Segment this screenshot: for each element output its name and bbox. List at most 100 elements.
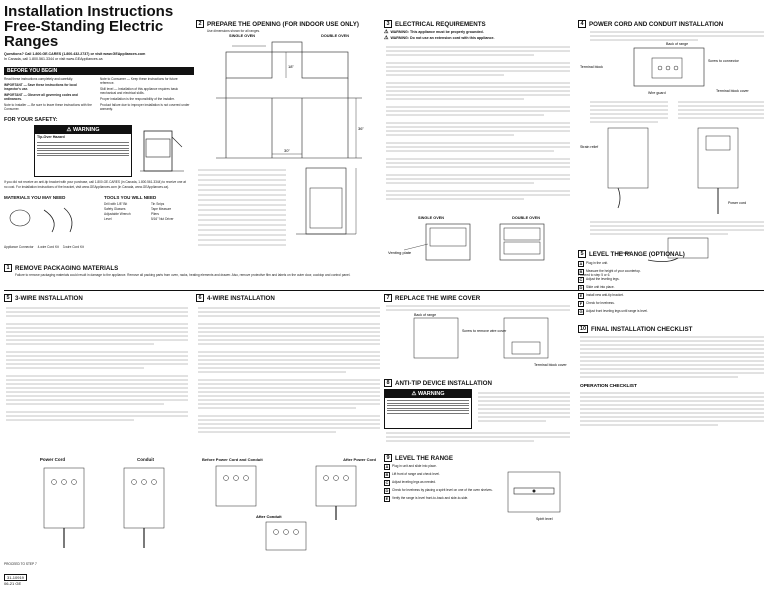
tools-heading: TOOLS YOU WILL NEED	[104, 194, 157, 200]
tool-item-3: Adjustable Wrench	[104, 212, 131, 217]
step-5b-item-6-text: Check for levelness.	[586, 301, 615, 305]
tool-item-2: Safety Glasses	[104, 207, 126, 212]
step-6-section: 6 4-WIRE INSTALLATION Before Power Cord …	[196, 294, 382, 557]
safety-section: ⚠ WARNING Tip-Over Hazard	[4, 125, 194, 178]
step-9-title: LEVEL THE RANGE	[395, 454, 453, 462]
step-7-heading: 7 REPLACE THE WIRE COVER	[384, 294, 574, 302]
safety-heading: FOR YOUR SAFETY:	[4, 117, 194, 124]
step-6-heading: 6 4-WIRE INSTALLATION	[196, 294, 382, 302]
step-4-footer: Proceed to step 5 or 6.	[578, 273, 611, 277]
step-10-heading: 10 FINAL INSTALLATION CHECKLIST	[578, 325, 766, 333]
step-3-oven-labels: SINGLE OVEN DOUBLE OVEN	[384, 216, 574, 220]
step-3-warning-1: ⚠WARNING: This appliance must be properl…	[384, 30, 574, 35]
tools-col: TOOLS YOU WILL NEED Drill with 1/8" Bit …	[104, 195, 194, 249]
step-1-title: REMOVE PACKAGING MATERIALS	[15, 264, 119, 272]
step-8-more-lines	[386, 432, 570, 442]
step-6-before-label: Before Power Cord and Conduit	[202, 457, 263, 462]
step-4-title: POWER CORD AND CONDUIT INSTALLATION	[589, 20, 724, 28]
step-8-warning-text: WARNING	[417, 391, 445, 397]
step-8-warning-box: ⚠ WARNING	[384, 389, 472, 429]
step-7-back-label: Back of range	[414, 313, 436, 317]
step-5b-heading: 5 LEVEL THE RANGE (OPTIONAL)	[578, 250, 766, 258]
questions-line: Questions? Call 1.800.GE.CARES (1.800.43…	[4, 52, 146, 56]
step-5-conduit-label: Conduit	[137, 457, 155, 462]
spirit-level-label: Spirit level	[536, 517, 553, 521]
tool-item-6: Tape Measure	[151, 207, 172, 212]
before-bullet-5: Skill level — Installation of this appli…	[100, 86, 179, 96]
before-left-col: Read these instructions completely and c…	[4, 77, 94, 112]
step-4-heading: 4 POWER CORD AND CONDUIT INSTALLATION	[578, 20, 766, 28]
safety-body: If you did not receive an anti-tip brack…	[4, 180, 186, 189]
step-1-number: 1	[4, 264, 12, 272]
tools-list: Drill with 1/8" Bit Tin Snips Safety Gla…	[104, 202, 194, 222]
step-3-heading: 3 ELECTRICAL REQUIREMENTS	[384, 20, 574, 28]
step-5b-item-1-text: Plug in the unit.	[586, 261, 608, 265]
safety-warning-text: WARNING	[72, 127, 100, 134]
dim-30-label: 30"	[284, 148, 290, 153]
materials-section: MATERIALS YOU MAY NEED Appliance Connect…	[4, 195, 194, 249]
step-5b-item-4-text: Slide unit into place.	[586, 285, 615, 289]
step-5-power-cord-label: Power Cord	[39, 457, 66, 462]
materials-heading: MATERIALS YOU MAY NEED	[4, 194, 66, 200]
step-5b-title: LEVEL THE RANGE (OPTIONAL)	[589, 250, 685, 258]
step-7-title: REPLACE THE WIRE COVER	[395, 294, 481, 302]
page-title-line1: Installation Instructions	[4, 3, 174, 20]
section-divider	[4, 290, 764, 291]
step-8-heading: 8 ANTI-TIP DEVICE INSTALLATION	[384, 379, 574, 387]
step-8-warning-header: ⚠ WARNING	[385, 390, 471, 398]
before-you-begin-heading: BEFORE YOU BEGIN	[4, 67, 194, 75]
warning-triangle-icon: ⚠	[66, 127, 72, 134]
step-1-text: Failure to remove packaging materials co…	[15, 273, 351, 277]
step-6-subheads: Before Power Cord and Conduit After Powe…	[196, 457, 382, 462]
step-2-title: PREPARE THE OPENING (FOR INDOOR USE ONLY…	[207, 20, 359, 28]
warning-triangle-icon: ⚠	[411, 391, 417, 397]
step-5-subheads: Power Cord Conduit	[4, 457, 190, 462]
operation-checklist-title: OPERATION CHECKLIST	[580, 383, 637, 389]
before-you-begin-section: Read these instructions completely and c…	[4, 77, 194, 112]
step-5b-item-5-text: Install new anti-tip bracket.	[586, 293, 624, 297]
before-intro: Read these instructions completely and c…	[4, 77, 74, 81]
step-9-heading: 9 LEVEL THE RANGE	[384, 454, 574, 462]
step-9-item-1-text: Plug in unit and slide into place.	[392, 464, 437, 468]
warning-triangle-icon: ⚠	[384, 29, 389, 35]
spirit-level-diagram: Spirit level	[507, 471, 561, 521]
step-4-section: 4 POWER CORD AND CONDUIT INSTALLATION Ba…	[578, 20, 766, 277]
step-9-item-2-text: Lift front of range and check level.	[392, 472, 440, 476]
label-screw-connector: Screw to connector	[708, 59, 740, 63]
step-5-text-lines	[6, 307, 188, 421]
step-3-warning-2-text: WARNING: Do not use an extension cord wi…	[390, 36, 495, 40]
materials-illustration	[9, 207, 73, 233]
tool-item-1: Drill with 1/8" Bit	[104, 201, 128, 206]
step-7-cover-label: Terminal block cover	[534, 363, 568, 367]
range-tip-illustration	[140, 131, 184, 172]
before-bullet-6: Proper installation is the responsibilit…	[100, 96, 175, 101]
label-terminal-block: Terminal block	[580, 65, 603, 69]
step-3-warning-2: ⚠WARNING: Do not use an extension cord w…	[384, 36, 574, 41]
step-6-number: 6	[196, 294, 204, 302]
before-bullet-7: Product failure due to improper installa…	[100, 102, 190, 111]
step-8-title: ANTI-TIP DEVICE INSTALLATION	[395, 379, 492, 387]
tool-item-7: Pliers	[151, 212, 159, 217]
step-9-item-3-text: Adjust leveling legs as needed.	[392, 480, 436, 484]
label-back-of-range: Back of range	[666, 42, 688, 46]
steps-7-9-column: 7 REPLACE THE WIRE COVER Back of range S…	[384, 294, 574, 524]
step-2-subheads: SINGLE OVEN DOUBLE OVEN	[196, 34, 382, 38]
step-9-item-4-text: Check for levelness by placing a spirit …	[392, 488, 493, 492]
before-bullet-4: Note to Consumer — Keep these instructio…	[100, 77, 178, 86]
single-oven-label: SINGLE OVEN	[229, 34, 255, 39]
safety-warning-box: ⚠ WARNING Tip-Over Hazard	[34, 125, 132, 178]
step-5-heading: 5 3-WIRE INSTALLATION	[4, 294, 190, 302]
step-5b-item-2-text: Measure the height of your countertop.	[586, 269, 641, 273]
footer: 31-10919 06-21 GE	[4, 574, 27, 586]
